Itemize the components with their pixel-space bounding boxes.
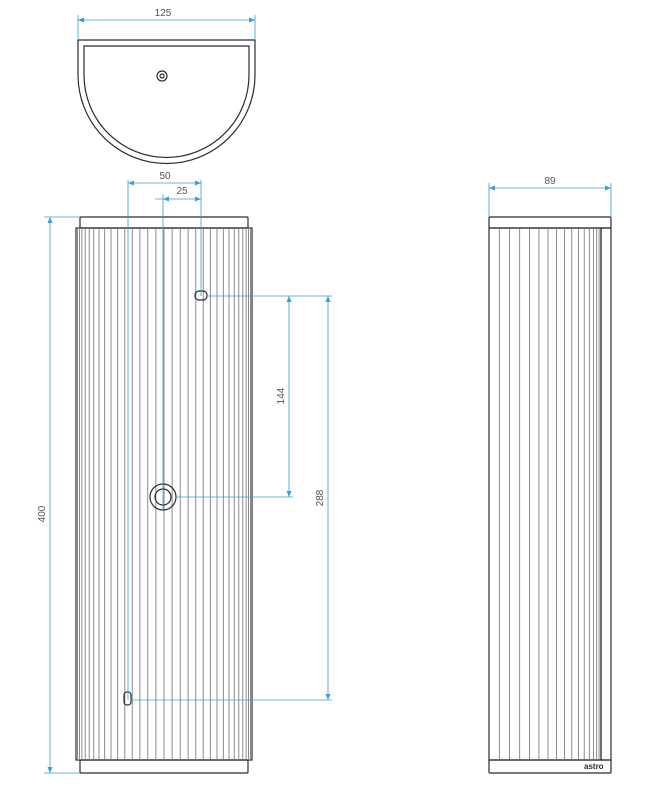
top-view-fixing-hole-inner [159, 73, 165, 79]
dimension-side-depth: 89 [488, 176, 612, 217]
top-view-fixing-hole-outer [156, 70, 168, 82]
upper-spacing-label: 144 [276, 387, 287, 404]
front-view [75, 216, 253, 774]
side-view [488, 216, 612, 774]
lower-fixing-slot [123, 691, 132, 706]
dimension-fixing-spacing: 50 [127, 171, 202, 700]
top-view-outer-shell [77, 39, 256, 165]
fixing-height-label: 288 [315, 489, 326, 506]
side-depth-label: 89 [544, 176, 556, 187]
side-bottom-cap [488, 759, 612, 774]
fixing-spacing-label: 50 [159, 171, 171, 182]
front-ribs [76, 229, 253, 759]
side-ribs [498, 229, 601, 759]
brand-logo: astro [584, 762, 604, 771]
dimension-upper-spacing: 144 [176, 295, 293, 498]
top-width-label: 125 [155, 8, 172, 19]
dimension-total-height: 400 [37, 216, 80, 774]
front-bottom-cap [79, 759, 249, 774]
side-top-cap [488, 216, 612, 229]
fixing-offset-label: 25 [176, 186, 188, 197]
dimension-fixing-height: 288 [131, 295, 332, 701]
side-backplate [600, 227, 612, 761]
dimension-fixing-offset: 25 [155, 186, 201, 510]
top-view [77, 39, 256, 165]
front-top-cap [79, 216, 249, 229]
total-height-label: 400 [37, 505, 48, 522]
top-view-inner-shell [83, 45, 250, 159]
dimension-top-width: 125 [77, 8, 256, 40]
